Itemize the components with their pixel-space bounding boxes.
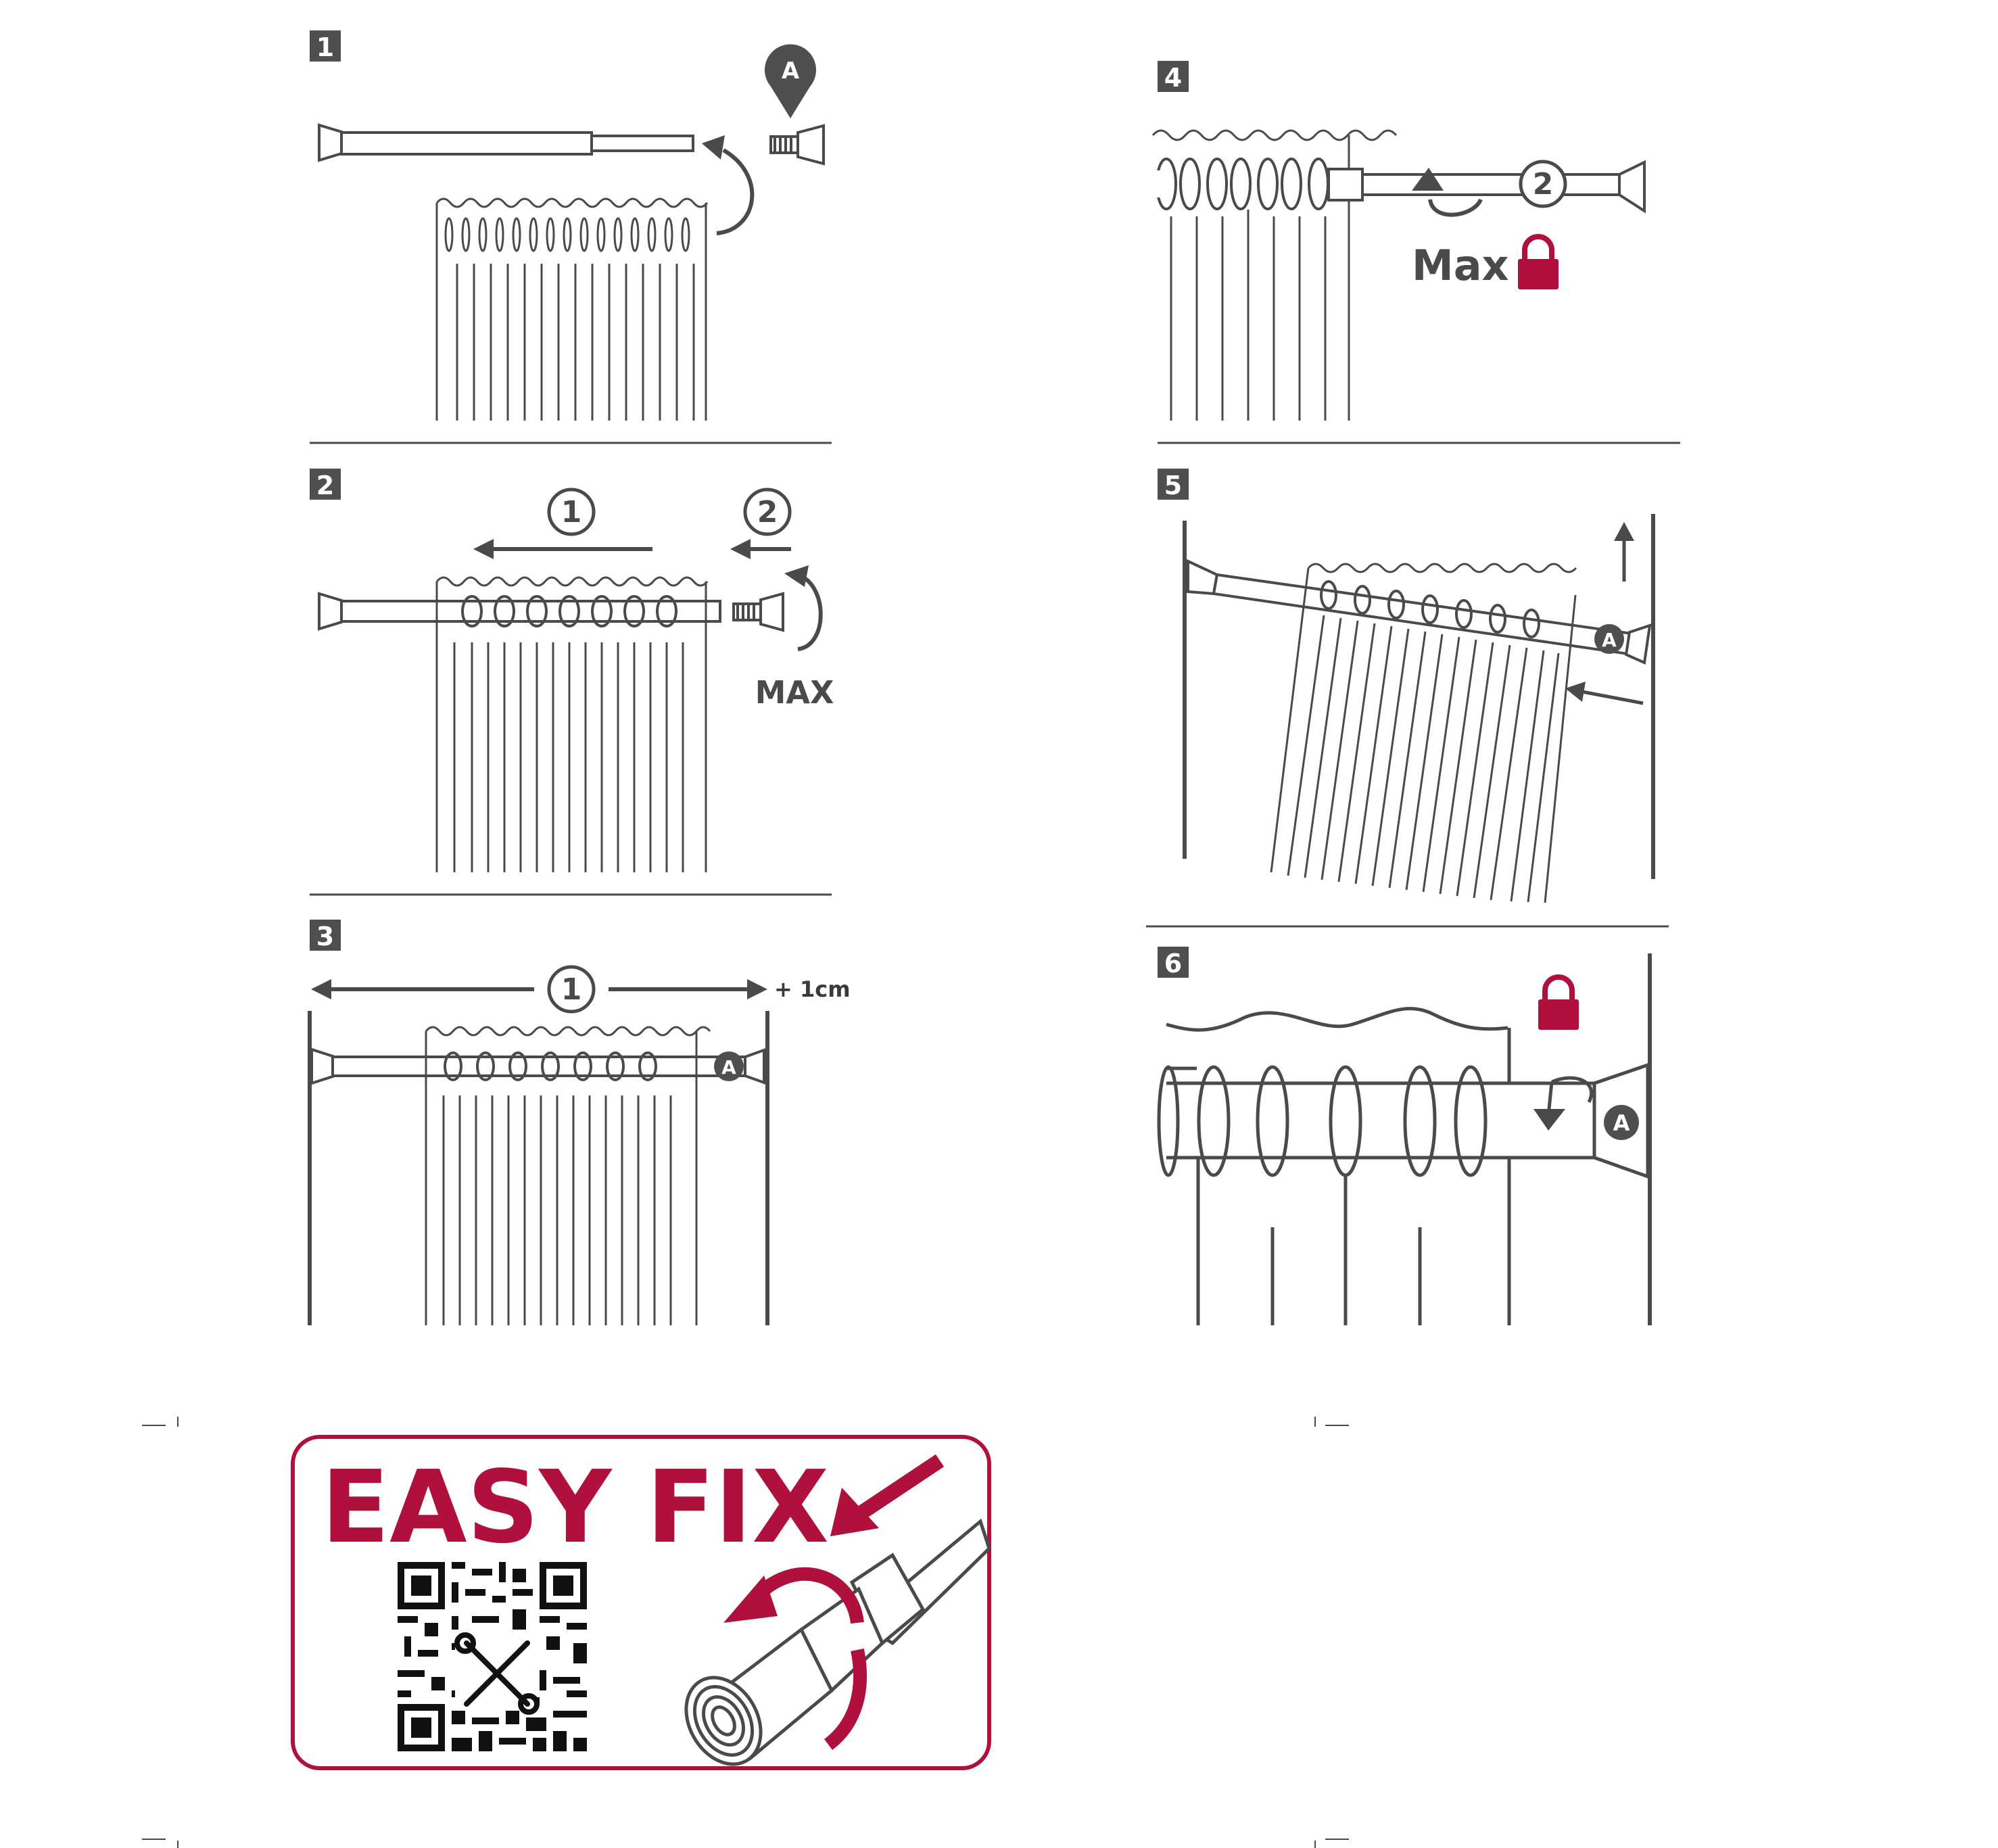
step-1: 1 A bbox=[310, 30, 832, 444]
curtain bbox=[435, 576, 709, 872]
max-label: MAX bbox=[755, 674, 834, 711]
easy-fix-title: EASY FIX bbox=[321, 1449, 829, 1565]
svg-text:A: A bbox=[782, 57, 800, 85]
end-cap bbox=[732, 592, 784, 632]
marker-a-icon: A bbox=[1604, 1105, 1639, 1140]
tension-rod bbox=[1166, 1062, 1650, 1179]
measure-arrow bbox=[311, 979, 767, 999]
lock-icon bbox=[1538, 974, 1579, 1030]
step-number-badge bbox=[310, 469, 341, 500]
svg-text:A: A bbox=[1602, 629, 1617, 651]
step-number: 5 bbox=[1164, 471, 1182, 500]
curtain bbox=[425, 1026, 711, 1325]
lock-icon bbox=[1518, 234, 1559, 289]
end-cap bbox=[769, 124, 825, 166]
step-number: 4 bbox=[1164, 63, 1182, 93]
curtain-rings bbox=[1157, 1065, 1488, 1177]
step-number-badge bbox=[310, 920, 341, 951]
circle-number-2: 2 bbox=[743, 488, 792, 536]
tension-rod bbox=[318, 123, 694, 162]
step-3: 3 1 + 1cm bbox=[308, 920, 851, 1325]
step-number: 1 bbox=[316, 32, 334, 62]
step-5: 5 A bbox=[1146, 469, 1669, 928]
rotate-arrow-icon bbox=[1533, 1076, 1594, 1131]
crop-marks bbox=[142, 1417, 1349, 1848]
arrow-up-icon bbox=[1614, 522, 1634, 582]
svg-text:2: 2 bbox=[1533, 167, 1554, 202]
step-number-badge bbox=[1158, 61, 1189, 92]
curtain bbox=[1151, 129, 1398, 421]
svg-text:A: A bbox=[1613, 1110, 1630, 1136]
tension-rod bbox=[310, 1047, 765, 1085]
max-label: Max bbox=[1412, 241, 1509, 290]
step-number-badge bbox=[1158, 469, 1189, 500]
curtain bbox=[1270, 563, 1577, 903]
tension-rod bbox=[1153, 160, 1646, 214]
rotate-arrow-icon bbox=[723, 1567, 867, 1750]
tension-rod bbox=[1187, 559, 1652, 665]
measure-label: + 1cm bbox=[774, 976, 851, 1002]
step-number: 6 bbox=[1164, 949, 1182, 978]
arrow-left-icon bbox=[730, 539, 791, 559]
svg-text:1: 1 bbox=[561, 495, 582, 529]
rotate-arrow-icon bbox=[702, 135, 755, 235]
step-number-badge bbox=[1158, 947, 1189, 978]
svg-text:2: 2 bbox=[757, 495, 778, 529]
step-2: 2 1 2 bbox=[310, 469, 834, 896]
tools-icon bbox=[454, 1632, 540, 1715]
arrow-icon bbox=[830, 1454, 945, 1536]
rotate-arrow-icon bbox=[784, 565, 823, 651]
step-number: 2 bbox=[316, 471, 334, 500]
rotate-arrow-icon bbox=[1412, 168, 1483, 217]
step-number-badge bbox=[310, 30, 341, 62]
step-6: 6 bbox=[1157, 947, 1652, 1325]
circle-number-2: 2 bbox=[1519, 160, 1567, 208]
curtain bbox=[1166, 1007, 1511, 1325]
svg-text:A: A bbox=[721, 1056, 736, 1079]
step-number: 3 bbox=[316, 922, 334, 951]
arrow-left-icon bbox=[473, 539, 652, 559]
arrow-left-icon bbox=[1565, 682, 1644, 705]
easy-fix-panel: EASY FIX bbox=[291, 1435, 991, 1770]
step-4: 4 2 Max bbox=[1151, 61, 1680, 444]
curtain bbox=[435, 197, 709, 421]
marker-a-icon: A bbox=[1594, 624, 1624, 654]
circle-number-1: 1 bbox=[547, 488, 596, 536]
svg-text:1: 1 bbox=[561, 972, 582, 1007]
marker-a-icon: A bbox=[714, 1051, 744, 1081]
marker-pin-icon: A bbox=[764, 44, 816, 118]
circle-number-1: 1 bbox=[547, 965, 596, 1014]
qr-code[interactable] bbox=[394, 1559, 590, 1755]
